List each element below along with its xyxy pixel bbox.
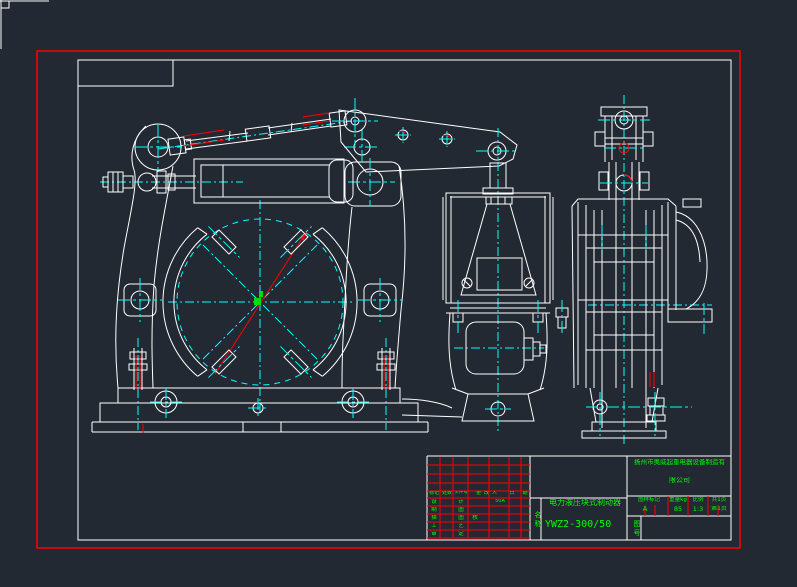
- rev-row-label: 设: [431, 499, 437, 505]
- rev-row-label: 计: [458, 499, 464, 505]
- spec-header-total-pages: 共1页: [711, 497, 727, 503]
- spec-value-scale: 1:3: [692, 506, 704, 513]
- spec-value-page-number: 第1页: [711, 506, 727, 512]
- spring-housing[interactable]: [102, 158, 354, 204]
- nameplate: [476, 257, 523, 291]
- rev-header-changed-by: 更改人: [475, 491, 500, 496]
- selection-grip[interactable]: [0, 0, 49, 49]
- center-grip-marker[interactable]: [254, 291, 263, 305]
- rev-row-label: 工: [431, 523, 437, 529]
- rev-row-label: 核: [472, 515, 478, 521]
- rev-header-date: 期: [522, 491, 528, 496]
- tie-rod[interactable]: [167, 110, 348, 156]
- spec-value-stage-mark: A: [642, 506, 648, 513]
- spec-header-scale: 比例: [692, 497, 704, 503]
- brake-arms[interactable]: [115, 123, 406, 389]
- rev-row-label: 图: [458, 507, 464, 513]
- rev-header-mark: 标记: [428, 491, 439, 496]
- company-name-line2: 限公司: [669, 477, 690, 484]
- spec-header-weight: 重量kg: [669, 497, 687, 503]
- spec-value-weight: 85: [673, 506, 683, 513]
- sheet-border[interactable]: [77, 59, 732, 541]
- rev-header-count: 处数: [441, 491, 452, 496]
- product-name: 电力液压块式制动器: [549, 499, 621, 507]
- name-label: 名称: [534, 511, 541, 529]
- rev-header-file-no: 文件号: [454, 491, 468, 495]
- shoe-lug: [280, 226, 312, 258]
- red-frame[interactable]: [36, 50, 741, 549]
- title-block-grid: [426, 455, 731, 540]
- base-frame[interactable]: [91, 348, 463, 433]
- thruster-view[interactable]: [442, 128, 554, 432]
- shoe-lug: [208, 226, 240, 258]
- brake-lever[interactable]: [332, 98, 518, 173]
- rev-row-signature: 50A: [495, 499, 505, 504]
- rev-row-label: 描: [431, 515, 437, 521]
- front-view-brake[interactable]: [91, 98, 518, 433]
- model-number: YWZ2-300/50: [545, 519, 612, 530]
- shoe-lug: [280, 346, 312, 378]
- rev-row-label: 制: [431, 507, 437, 513]
- shoe-lug: [208, 346, 240, 378]
- sheet-corner-zone: [77, 59, 174, 87]
- rev-row-label: 艺: [458, 523, 464, 529]
- side-view[interactable]: [555, 95, 713, 445]
- spec-header-stage-mark: 图样标记: [637, 497, 660, 503]
- rev-row-label: 定: [458, 531, 464, 537]
- rev-row-label: 图: [458, 515, 464, 521]
- company-name-line1: 扬州市奥威起重电器设备制造有: [634, 459, 725, 466]
- brake-shoes[interactable]: [162, 227, 358, 377]
- rev-header-day: 日: [509, 491, 515, 496]
- rev-row-label: 审: [431, 531, 437, 537]
- drawing-no-label: 图号: [633, 519, 640, 538]
- highlighted-pin-hole[interactable]: [618, 142, 630, 154]
